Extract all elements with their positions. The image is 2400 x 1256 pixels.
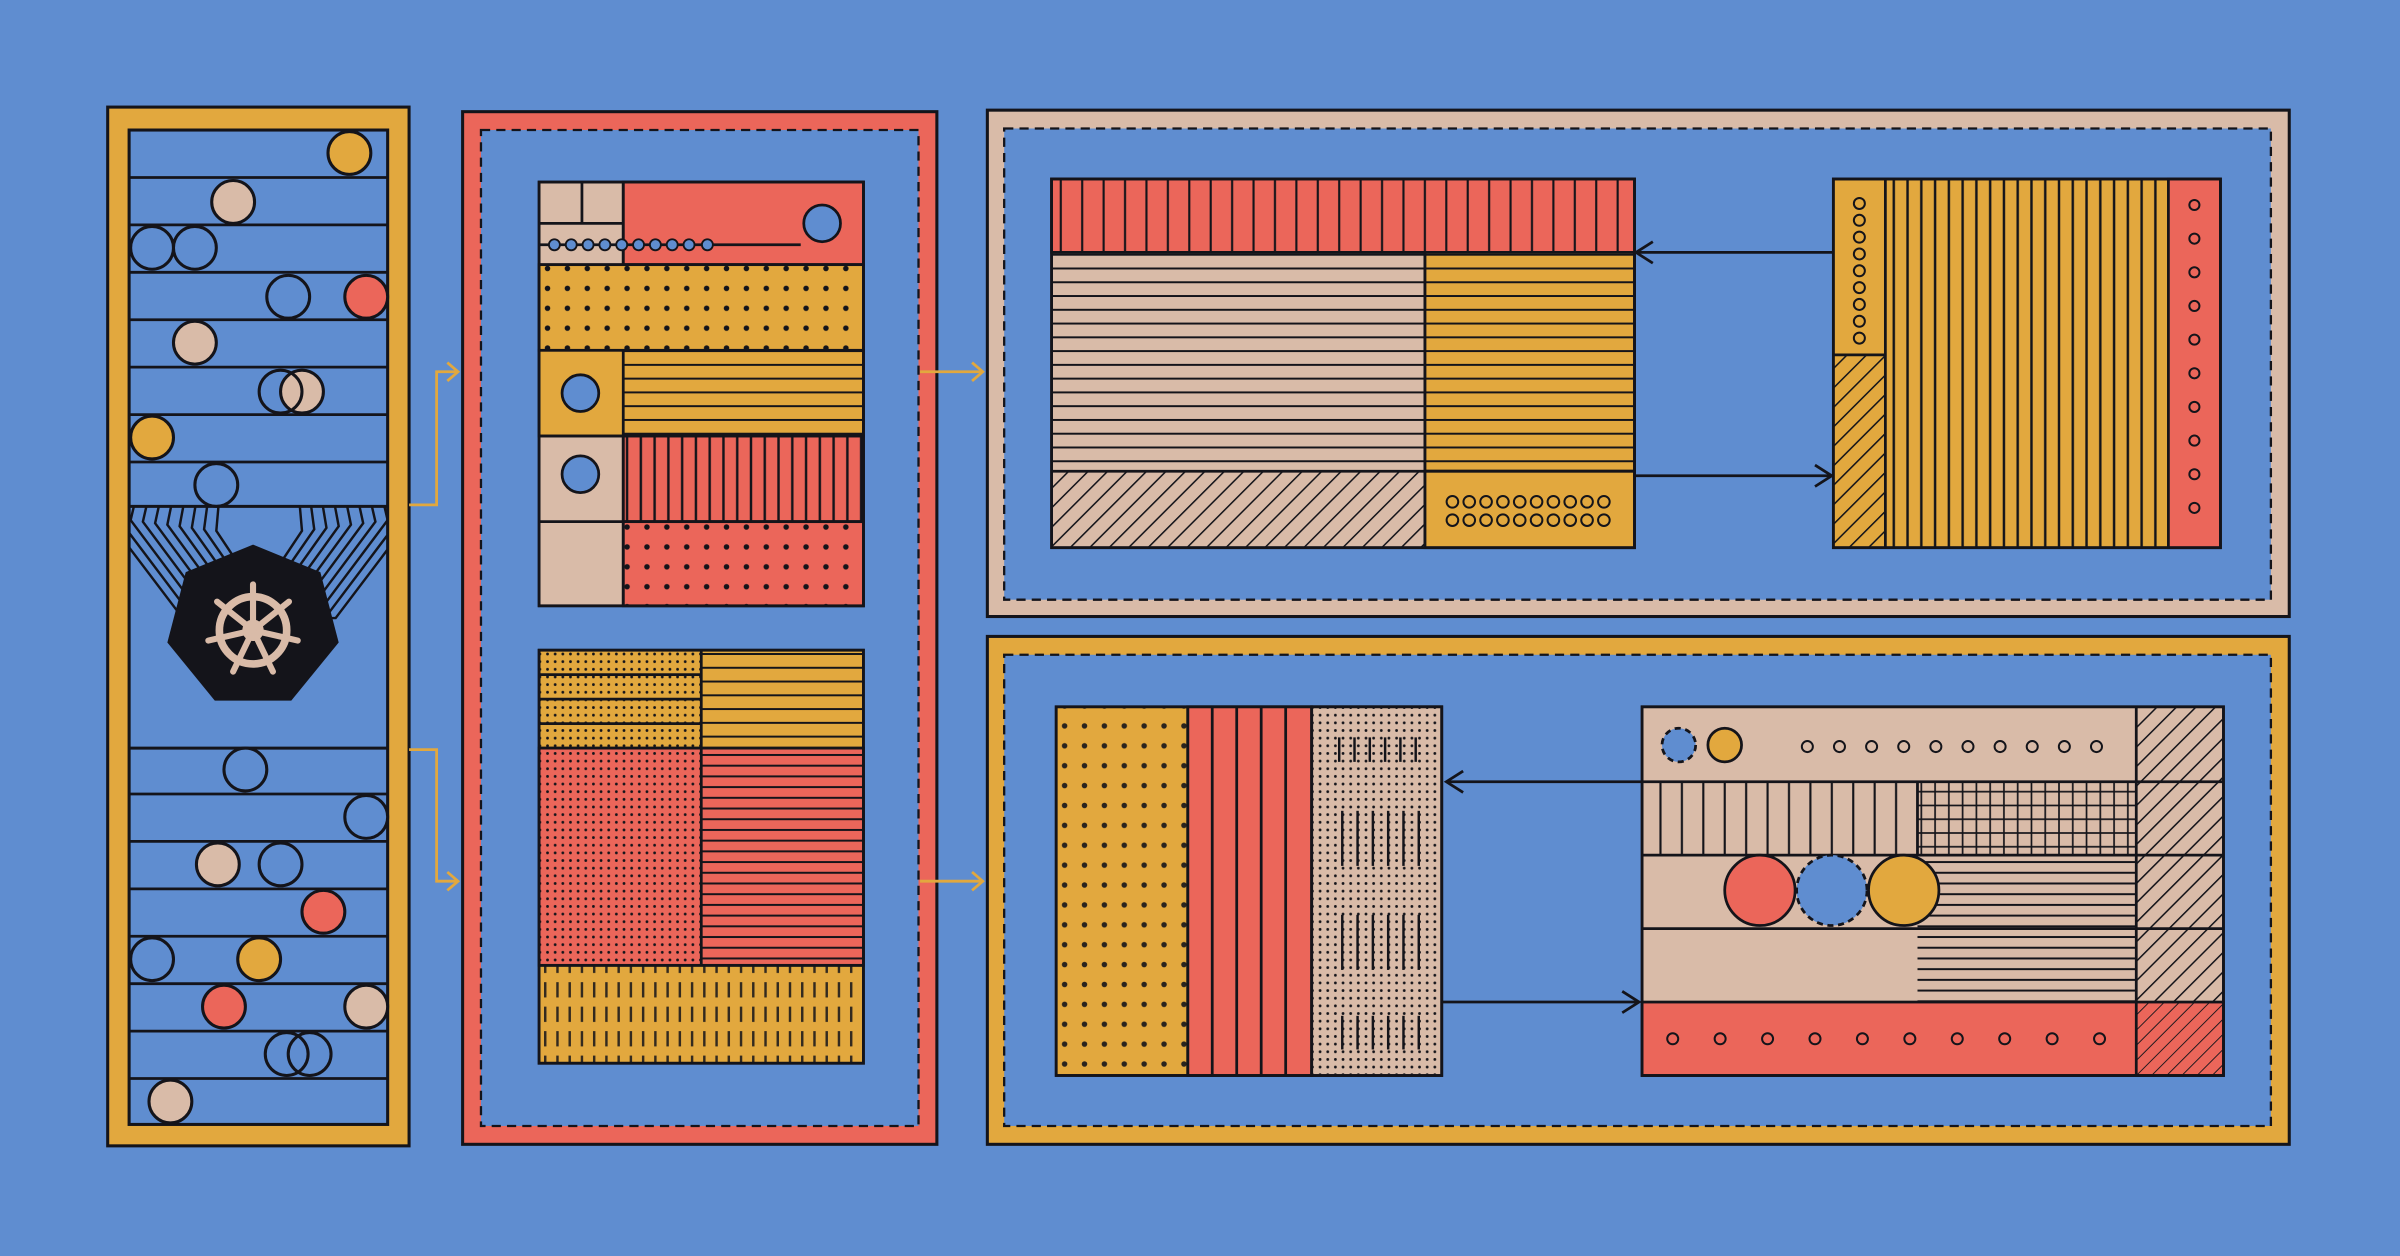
pod-group-panel xyxy=(461,110,939,1146)
control-plane-badge xyxy=(167,544,339,701)
lower-cluster-panel xyxy=(985,634,2291,1146)
upper-cluster-panel xyxy=(985,108,2291,619)
lower-arrows xyxy=(1441,769,1643,1014)
node-rows-top xyxy=(129,176,388,464)
service-block-lower-right xyxy=(1640,705,2225,1077)
pod-block-lower xyxy=(537,648,865,1065)
service-block-upper-left xyxy=(1050,177,1636,550)
service-block-lower-left xyxy=(1054,705,1444,1077)
node-pool-column xyxy=(106,105,411,1148)
upper-arrows xyxy=(1633,240,1835,488)
node-balls-bottom xyxy=(129,746,390,1125)
connector-arrows-right xyxy=(920,361,985,892)
node-rows-bottom xyxy=(129,792,388,1080)
ship-wheel-icon xyxy=(205,581,301,675)
service-block-upper-right xyxy=(1831,177,2222,550)
pod-block-upper xyxy=(537,180,865,608)
connector-arrows-left xyxy=(409,361,461,892)
